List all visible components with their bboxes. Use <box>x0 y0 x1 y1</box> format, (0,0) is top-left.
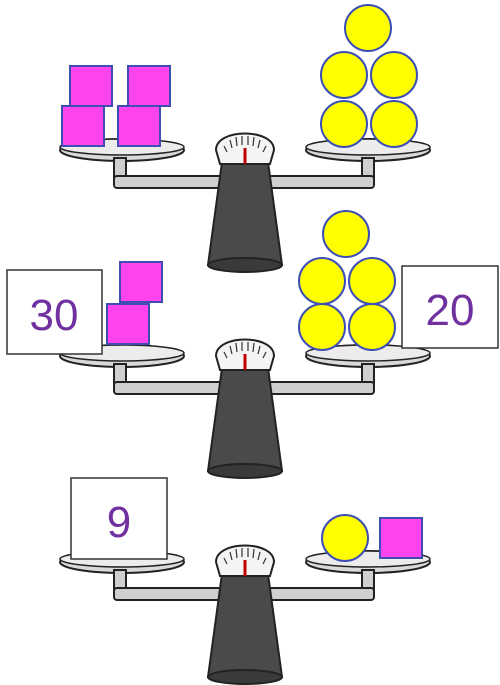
square-shape <box>120 262 162 302</box>
square-shape <box>380 518 422 558</box>
circle-shape <box>323 211 369 257</box>
circle-shape <box>371 101 417 147</box>
circle-shape <box>349 304 395 350</box>
balance-1-left-squares <box>62 66 170 146</box>
circle-shape <box>322 515 368 561</box>
scale-1 <box>60 134 430 273</box>
number-card-right-2: 20 <box>402 266 498 348</box>
square-shape <box>128 66 170 106</box>
square-shape <box>107 304 149 344</box>
square-shape <box>70 66 112 106</box>
scale-3 <box>60 546 430 685</box>
number-card-left-3: 9 <box>71 478 167 559</box>
scale-2 <box>60 340 430 479</box>
balance-1 <box>60 5 430 272</box>
circle-shape <box>321 52 367 98</box>
square-shape <box>62 106 104 146</box>
circle-shape <box>299 304 345 350</box>
circle-shape <box>321 101 367 147</box>
number-card-left-2: 30 <box>7 270 102 354</box>
balance-2-left-squares <box>107 262 162 344</box>
balance-1-right-circles <box>321 5 417 147</box>
square-shape <box>118 106 160 146</box>
number-value: 20 <box>426 286 475 335</box>
number-value: 30 <box>30 291 79 340</box>
circle-shape <box>345 5 391 51</box>
balance-2-right-circles <box>299 211 395 350</box>
circle-shape <box>371 52 417 98</box>
circle-shape <box>299 258 345 304</box>
circle-shape <box>349 258 395 304</box>
number-value: 9 <box>107 498 131 547</box>
